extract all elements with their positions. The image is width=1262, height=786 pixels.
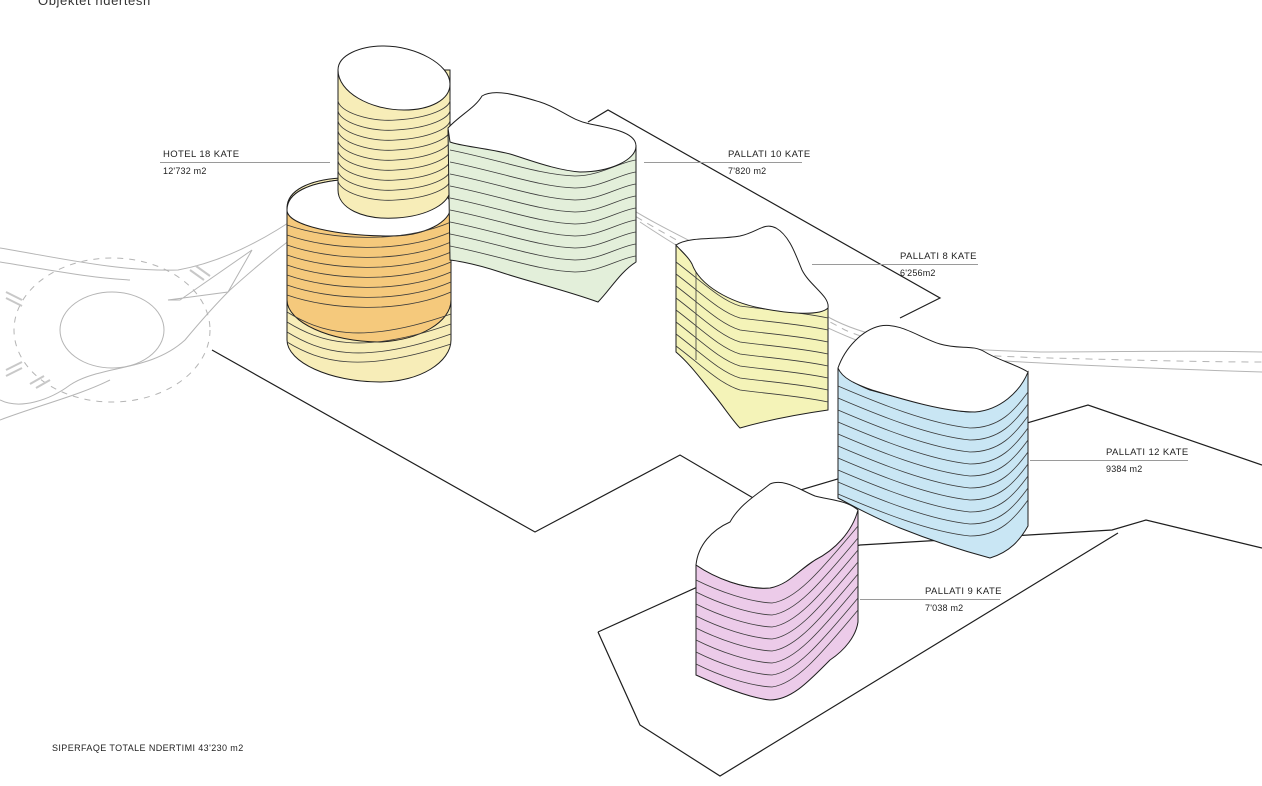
road-edge [229, 239, 291, 291]
hotel-tower-roof [337, 45, 451, 111]
label-p10-area: 7'820 m2 [728, 165, 767, 176]
leader-hotel [160, 162, 330, 163]
page-title: Objektet ndertesh [38, 0, 151, 8]
label-p9-area: 7'038 m2 [925, 602, 964, 613]
label-p10: PALLATI 10 KATE 7'820 m2 [728, 150, 811, 176]
total-area-note: SIPERFAQE TOTALE NDERTIMI 43'230 m2 [52, 743, 244, 753]
roundabout-outer [13, 257, 211, 403]
site-plot-south-edge [597, 532, 1119, 777]
label-hotel: HOTEL 18 KATE 12'732 m2 [163, 150, 239, 176]
p8-roof [675, 225, 829, 314]
label-p10-name: PALLATI 10 KATE [728, 149, 811, 160]
building-pallati-8 [675, 225, 829, 429]
site-plot-north [587, 109, 942, 319]
label-p9: PALLATI 9 KATE 7'038 m2 [925, 587, 1002, 613]
roundabout-island [59, 291, 165, 369]
road-edge [0, 261, 131, 281]
leader-p10 [644, 162, 802, 163]
road-edge [0, 289, 231, 405]
road-marking [167, 249, 253, 301]
label-p8-area: 6'256m2 [900, 267, 936, 278]
p12-roof [837, 324, 1029, 413]
label-p8: PALLATI 8 KATE 6'256m2 [900, 252, 977, 278]
building-pallati-10 [447, 92, 637, 303]
label-p8-name: PALLATI 8 KATE [900, 251, 977, 262]
building-hotel [286, 45, 452, 383]
building-pallati-12 [837, 324, 1029, 559]
road-edge [0, 214, 301, 271]
label-p12: PALLATI 12 KATE 9384 m2 [1106, 448, 1189, 474]
label-hotel-name: HOTEL 18 KATE [163, 149, 240, 160]
leader-p9 [860, 599, 1000, 600]
p10-roof [447, 92, 637, 173]
building-pallati-9 [695, 482, 859, 701]
leader-p12 [1030, 460, 1188, 461]
site-plot-main [211, 349, 1262, 533]
leader-p8 [812, 264, 978, 265]
p9-roof [695, 482, 859, 589]
label-p9-name: PALLATI 9 KATE [925, 586, 1002, 597]
label-p12-name: PALLATI 12 KATE [1106, 447, 1189, 458]
label-p12-area: 9384 m2 [1106, 463, 1143, 474]
label-hotel-area: 12'732 m2 [163, 165, 207, 176]
road-edge [0, 379, 111, 421]
